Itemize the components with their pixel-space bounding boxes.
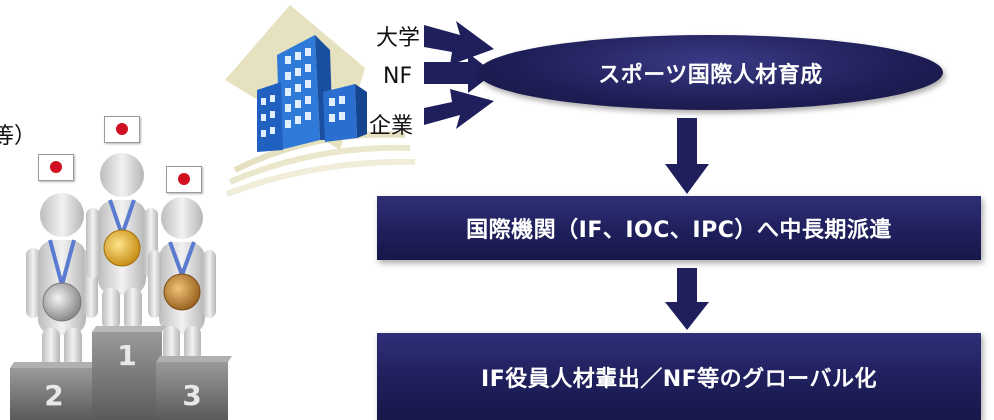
silver-medal-icon [42,282,82,322]
podium-illustration: 2 1 3 [10,153,232,420]
goal-text: スポーツ国際人材育成 [598,62,823,88]
podium-first-top [92,326,166,332]
dispatch-text: 国際機関（IF、IOC、IPC）へ中長期派遣 [466,218,892,243]
podium-first-block [92,332,162,420]
arrow-right-icon-university [424,21,494,65]
arrow-right-icon-nf [424,53,494,93]
figure-first-place [86,153,158,330]
arrow-down-icon-1 [665,118,709,194]
podium-second-block [10,368,98,420]
org-label-university: 大学 [376,26,421,51]
japan-flag-icon-third [166,166,202,193]
office-buildings-icon [257,35,367,152]
outcome-text: IF役員人材輩出／NF等のグローバル化 [481,366,877,392]
figure-third-place [148,197,216,362]
arrow-down-icon-2 [665,268,709,330]
arrow-right-icon-company [424,89,494,129]
org-label-nf: NF [383,64,413,89]
outcome-box: IF役員人材輩出／NF等のグローバル化 [377,333,981,420]
japan-flag-icon-first [104,116,140,143]
input-arrows [424,21,494,129]
podium-number-third: 3 [182,379,201,412]
podium-second-top [10,362,102,368]
bronze-medal-icon [163,273,201,311]
support-text: 援等） [0,124,37,149]
buildings-illustration [225,5,416,197]
org-label-company: 企業 [369,114,414,139]
podium-number-first: 1 [117,339,136,372]
podium-third-top [156,356,232,362]
goal-ellipse: スポーツ国際人材育成 [478,35,943,110]
japan-flag-icon-second [38,154,74,181]
podium-third-block [156,362,228,420]
podium-number-second: 2 [44,379,63,412]
dispatch-box: 国際機関（IF、IOC、IPC）へ中長期派遣 [377,196,981,260]
gold-medal-icon [103,229,141,267]
